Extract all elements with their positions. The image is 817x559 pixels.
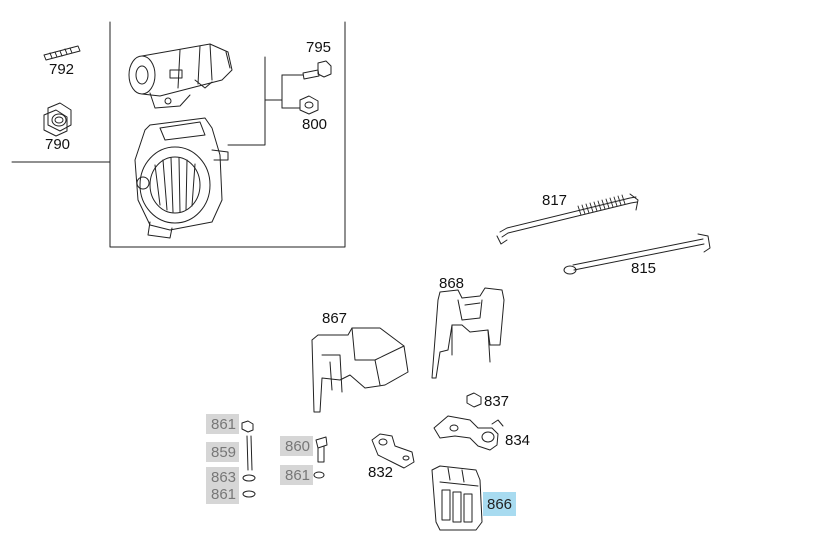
nut-790-part bbox=[43, 102, 72, 137]
callout-860-greyed[interactable]: 860 bbox=[280, 436, 314, 456]
callout-861-greyed[interactable]: 861 bbox=[280, 465, 314, 485]
callout-800[interactable]: 800 bbox=[302, 116, 328, 133]
alternator-part bbox=[134, 117, 229, 239]
callout-790[interactable]: 790 bbox=[45, 136, 71, 153]
cable-817-part bbox=[496, 193, 639, 245]
bracket-834-part bbox=[433, 415, 504, 451]
callout-861-greyed[interactable]: 861 bbox=[206, 414, 240, 434]
callout-866-highlighted[interactable]: 866 bbox=[483, 492, 517, 516]
callout-863-greyed[interactable]: 863 bbox=[206, 467, 240, 487]
callout-834[interactable]: 834 bbox=[505, 432, 531, 449]
cable-815-part bbox=[563, 233, 711, 275]
group-frame bbox=[11, 21, 346, 248]
callout-861-greyed[interactable]: 861 bbox=[206, 484, 240, 504]
nut-837-part bbox=[466, 392, 482, 408]
callout-792[interactable]: 792 bbox=[49, 61, 75, 78]
stud-792-part bbox=[43, 45, 81, 61]
bolt-860-part bbox=[315, 436, 328, 463]
fusebox-866-part bbox=[431, 465, 483, 531]
callout-859-greyed[interactable]: 859 bbox=[206, 442, 240, 462]
callout-867[interactable]: 867 bbox=[322, 310, 348, 327]
callout-815[interactable]: 815 bbox=[631, 260, 657, 277]
cover-867-part bbox=[311, 327, 409, 413]
terminal-832-part bbox=[371, 433, 415, 469]
callout-868[interactable]: 868 bbox=[439, 275, 465, 292]
callout-795[interactable]: 795 bbox=[306, 39, 332, 56]
cover-868-part bbox=[431, 287, 505, 379]
bolt-795-part bbox=[302, 60, 332, 80]
callout-837[interactable]: 837 bbox=[484, 393, 510, 410]
small-hardware-part bbox=[241, 420, 325, 498]
starter-motor-part bbox=[128, 43, 233, 109]
nut-800-part bbox=[299, 95, 319, 115]
callout-817[interactable]: 817 bbox=[542, 192, 568, 209]
callout-832[interactable]: 832 bbox=[368, 464, 394, 481]
